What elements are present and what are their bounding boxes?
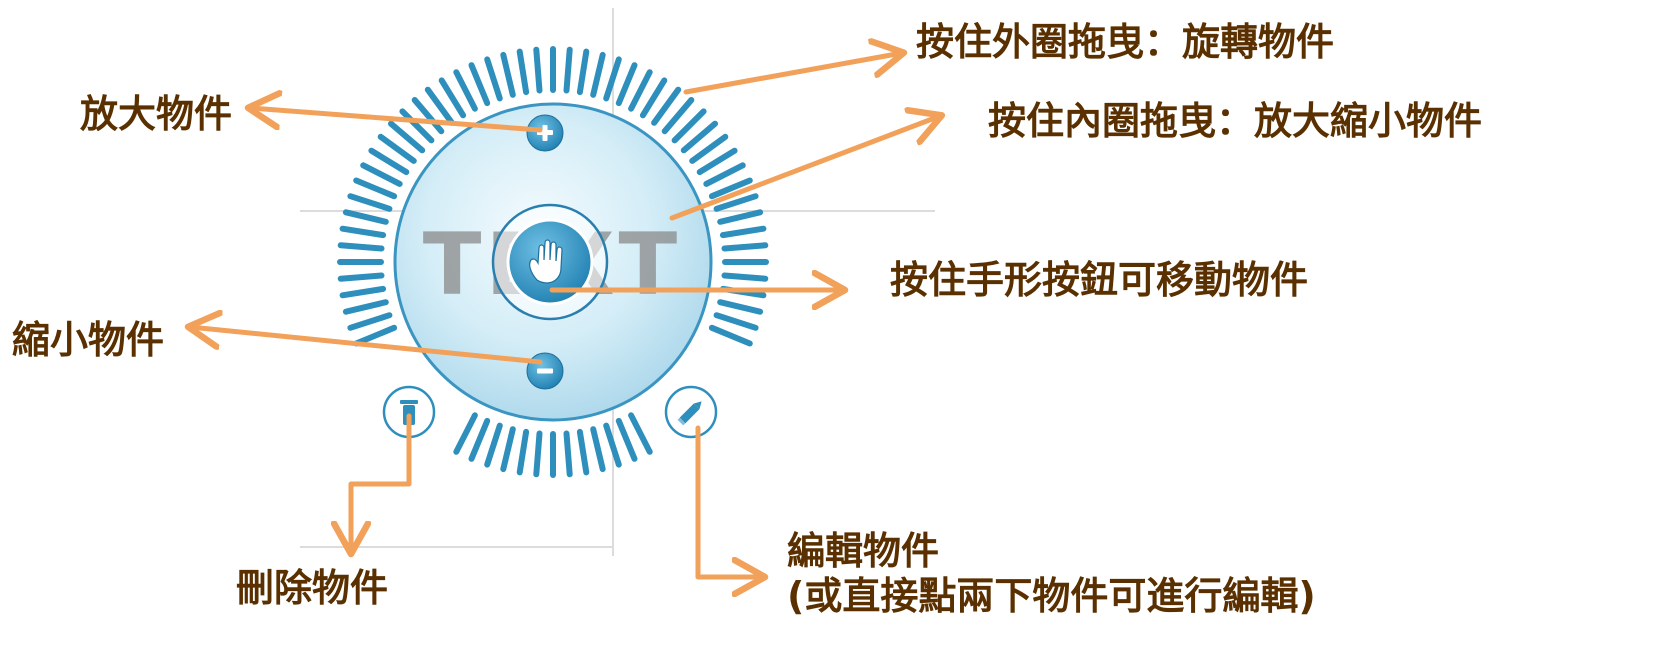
rotate-ring-tick (339, 225, 387, 239)
rotate-ring-tick (680, 120, 718, 154)
zoom-in-button[interactable] (526, 114, 564, 152)
rotate-ring-tick (713, 193, 759, 212)
rotate-ring-tick (342, 299, 389, 315)
rotate-ring-tick (721, 272, 769, 282)
rotate-ring-tick (411, 97, 445, 135)
rotate-ring-tick (603, 422, 622, 468)
rotate-ring-tick (347, 312, 393, 331)
rotate-ring-tick (563, 430, 573, 478)
rotate-ring-tick (651, 86, 682, 126)
rotate-ring-tick (368, 147, 410, 176)
annotation-edit: 編輯物件 (或直接點兩下物件可進行編輯) (787, 529, 1316, 619)
annotation-move: 按住手形按鈕可移動物件 (890, 258, 1309, 302)
rotate-ring-tick (424, 86, 455, 126)
rotate-ring-tick (516, 48, 530, 96)
arrow-edit (695, 425, 763, 577)
rotate-ring-tick (468, 417, 491, 462)
rotate-ring-tick (516, 428, 530, 476)
rotate-ring-tick (713, 312, 759, 331)
guide-line-bottom (300, 546, 612, 548)
rotate-ring-tick (590, 51, 606, 98)
zoom-out-button[interactable] (526, 352, 564, 390)
arrow-scale (669, 116, 940, 221)
annotation-edit-line2: (或直接點兩下物件可進行編輯) (787, 573, 1316, 618)
rotate-ring-tick (590, 426, 606, 473)
rotate-ring-tick (703, 162, 746, 187)
rotate-ring-tick (696, 147, 738, 176)
rotate-ring-tick (377, 133, 417, 164)
minus-icon (537, 368, 553, 374)
rotate-ring-tick (533, 430, 543, 478)
move-button[interactable] (491, 203, 609, 321)
annotation-zoom-out: 縮小物件 (12, 318, 165, 362)
rotate-ring-tick (615, 417, 638, 462)
rotate-ring-tick (717, 209, 764, 225)
rotate-ring-tick (342, 209, 389, 225)
rotate-ring-tick (708, 324, 753, 347)
rotate-ring-tick (615, 62, 638, 107)
rotate-ring[interactable] (337, 46, 769, 478)
rotate-ring-tick (388, 120, 426, 154)
rotate-ring-tick (339, 285, 387, 299)
rotate-ring-tick (628, 69, 653, 112)
rotate-ring-tick (347, 193, 393, 212)
arrow-zoom-in (250, 108, 543, 133)
rotate-ring-tick (399, 108, 435, 144)
annotation-rotate: 按住外圈拖曳：旋轉物件 (916, 20, 1335, 64)
arrow-delete (351, 413, 412, 552)
annotation-zoom-in: 放大物件 (80, 92, 233, 136)
edit-button[interactable] (664, 385, 718, 439)
annotation-delete: 刪除物件 (236, 566, 389, 610)
rotate-ring-tick (500, 51, 516, 98)
rotate-ring-tick (337, 242, 385, 252)
rotate-ring-tick (708, 177, 753, 200)
rotate-ring-tick (360, 162, 403, 187)
hand-icon (529, 239, 563, 284)
rotate-ring-tick (671, 108, 707, 144)
pencil-icon (677, 401, 702, 426)
rotate-ring-tick (628, 412, 653, 455)
rotate-ring-tick (689, 133, 729, 164)
rotate-ring-tick (576, 48, 590, 96)
rotate-ring-tick (353, 324, 398, 347)
rotate-ring-tick (337, 272, 385, 282)
rotate-ring-tick (500, 426, 516, 473)
rotate-ring-tick (717, 299, 764, 315)
delete-button[interactable] (382, 385, 436, 439)
rotate-ring-tick (484, 422, 503, 468)
rotate-ring-tick (639, 77, 668, 119)
rotate-ring-tick (576, 428, 590, 476)
arrow-zoom-out (190, 327, 543, 365)
rotate-ring-tick (721, 242, 769, 252)
rotate-ring-tick (468, 62, 491, 107)
rotate-ring-tick (533, 46, 543, 94)
rotate-ring-tick (484, 56, 503, 102)
rotate-ring-tick (719, 225, 767, 239)
rotate-ring-tick (661, 97, 695, 135)
arrow-rotate (683, 53, 902, 95)
rotate-ring-tick (453, 69, 478, 112)
rotate-ring-tick (453, 412, 478, 455)
annotation-edit-line1: 編輯物件 (787, 529, 940, 573)
annotation-scale: 按住內圈拖曳：放大縮小物件 (988, 99, 1483, 143)
rotate-ring-tick (438, 77, 467, 119)
rotate-ring-tick (353, 177, 398, 200)
rotate-ring-tick (563, 46, 573, 94)
rotate-ring-tick (603, 56, 622, 102)
